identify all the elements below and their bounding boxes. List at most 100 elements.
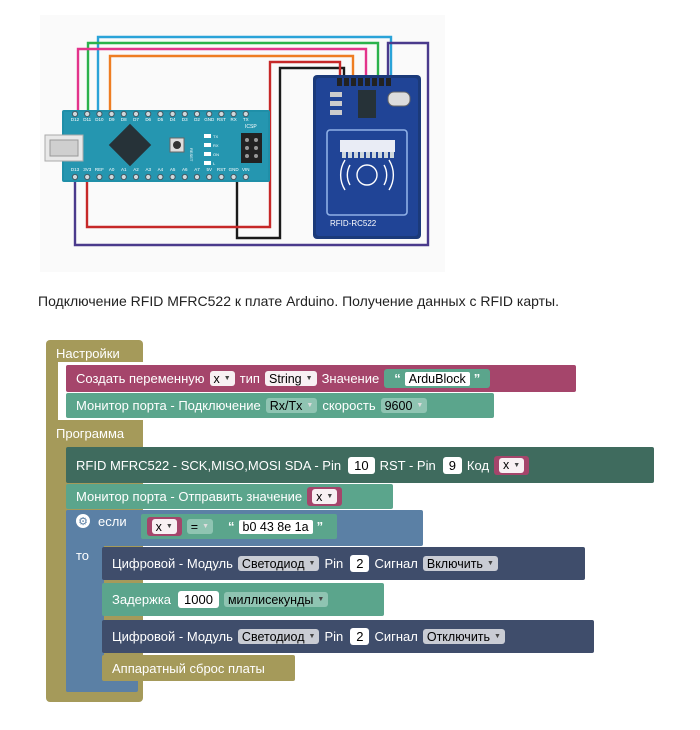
bottom-pin-label: 3V3 bbox=[83, 167, 92, 172]
signal-label-off: Сигнал bbox=[374, 629, 418, 644]
compare-variable-block[interactable]: x▼ bbox=[146, 517, 182, 536]
speed-dropdown[interactable]: 9600▼ bbox=[380, 398, 428, 413]
signal-dropdown-off[interactable]: Отключить▼ bbox=[422, 629, 505, 644]
create-variable-block[interactable]: Создать переменную x▼ тип String▼ Значен… bbox=[66, 365, 576, 392]
rst-label: RST - Pin bbox=[379, 457, 436, 473]
chevron-down-icon: ▼ bbox=[308, 633, 316, 640]
serial-send-label: Монитор порта - Отправить значение bbox=[76, 489, 303, 504]
wire-mosi-green bbox=[86, 41, 380, 112]
digital-on-block[interactable]: Цифровой - Модуль Светодиод▼ Pin 2 Сигна… bbox=[102, 547, 585, 580]
top-pin-label: D11 bbox=[83, 117, 91, 122]
top-pin-hole bbox=[145, 110, 152, 118]
pins-dropdown[interactable]: Rx/Tx▼ bbox=[265, 398, 318, 413]
type-label: тип bbox=[239, 371, 260, 386]
top-pin-label: RST bbox=[217, 117, 226, 122]
pin-label-on: Pin bbox=[324, 556, 344, 571]
rfid-chip bbox=[358, 90, 376, 118]
speed-label: скорость bbox=[322, 398, 376, 413]
code-variable-block[interactable]: x▼ bbox=[494, 455, 530, 475]
bottom-pin-label: A6 bbox=[182, 167, 188, 172]
bottom-pin-label: VIN bbox=[242, 167, 250, 172]
rfid-pad bbox=[372, 152, 376, 158]
rfid-pad bbox=[354, 152, 358, 158]
pin-label-off: Pin bbox=[324, 629, 344, 644]
rfid-pad bbox=[342, 152, 346, 158]
digital-off-label: Цифровой - Модуль bbox=[112, 629, 233, 644]
send-variable-block[interactable]: x▼ bbox=[307, 487, 343, 506]
chevron-down-icon: ▼ bbox=[494, 633, 501, 640]
quote-open-icon: “ bbox=[228, 519, 235, 534]
delay-block[interactable]: Задержка 1000 миллисекунды▼ bbox=[102, 583, 384, 616]
sda-pin-field[interactable]: 10 bbox=[348, 456, 375, 474]
rfid-pad bbox=[360, 152, 364, 158]
top-pin-label: D3 bbox=[182, 117, 188, 122]
gear-icon[interactable]: ⚙ bbox=[76, 514, 90, 528]
module-dropdown-on[interactable]: Светодиод▼ bbox=[237, 556, 320, 571]
variable-dropdown[interactable]: x▼ bbox=[209, 371, 235, 386]
bottom-pin-hole bbox=[132, 173, 140, 181]
rfid-header-pin bbox=[365, 78, 370, 86]
string-value[interactable]: ArduBlock bbox=[404, 371, 470, 386]
rfid-rc522-module: RFID-RC522 bbox=[313, 75, 421, 239]
rfid-header-pin bbox=[337, 78, 342, 86]
quote-close-icon: ” bbox=[473, 371, 481, 386]
reset-label: RESET bbox=[189, 148, 194, 162]
rfid-pad bbox=[390, 152, 394, 158]
serial-send-block[interactable]: Монитор порта - Отправить значение x▼ bbox=[66, 484, 393, 509]
top-pin-hole bbox=[84, 110, 91, 118]
top-pin-label: D7 bbox=[133, 117, 139, 122]
compare-block[interactable]: x▼ =▼ “b0 43 8e 1a” bbox=[140, 514, 338, 539]
bottom-pin-label: A3 bbox=[145, 167, 151, 172]
rfid-header-pin bbox=[372, 78, 377, 86]
icsp-header bbox=[241, 133, 262, 163]
type-dropdown[interactable]: String▼ bbox=[264, 371, 317, 386]
compare-string-block[interactable]: “b0 43 8e 1a” bbox=[218, 517, 334, 536]
bottom-pin-hole bbox=[242, 173, 249, 181]
bottom-pin-hole bbox=[145, 173, 152, 181]
chevron-down-icon: ▼ bbox=[416, 402, 424, 409]
top-pin-label: RX bbox=[230, 117, 236, 122]
top-pin-hole bbox=[218, 110, 225, 118]
compare-string-value[interactable]: b0 43 8e 1a bbox=[238, 519, 313, 534]
operator-dropdown[interactable]: =▼ bbox=[186, 519, 214, 534]
rfid-pad bbox=[366, 152, 370, 158]
digital-off-block[interactable]: Цифровой - Модуль Светодиод▼ Pin 2 Сигна… bbox=[102, 620, 594, 653]
pin-field-off[interactable]: 2 bbox=[350, 628, 370, 645]
top-pin-label: TX bbox=[243, 117, 249, 122]
top-pin-hole bbox=[132, 110, 140, 118]
top-pin-label: D12 bbox=[71, 117, 80, 122]
if-label: если bbox=[98, 514, 127, 529]
bottom-pin-label: GND bbox=[229, 167, 240, 172]
rfid-read-block[interactable]: RFID MFRC522 - SCK,MISO,MOSI SDA - Pin 1… bbox=[66, 447, 654, 483]
top-pin-label: D9 bbox=[109, 117, 115, 122]
quote-close-icon: ” bbox=[316, 519, 324, 534]
pin-field-on[interactable]: 2 bbox=[350, 555, 370, 572]
led-label-l: L bbox=[213, 161, 216, 166]
chevron-down-icon: ▼ bbox=[486, 560, 494, 567]
rfid-label: RFID-RC522 bbox=[330, 219, 377, 228]
figure-caption: Подключение RFID MFRC522 к плате Arduino… bbox=[38, 293, 559, 309]
reset-block[interactable]: Аппаратный сброс платы bbox=[102, 655, 295, 681]
if-condition-row[interactable]: ⚙ если x▼ =▼ “b0 43 8e 1a” bbox=[66, 510, 423, 546]
serial-connect-block[interactable]: Монитор порта - Подключение Rx/Tx▼ скоро… bbox=[66, 393, 494, 418]
rst-pin-field[interactable]: 9 bbox=[442, 456, 462, 474]
rfid-label: RFID MFRC522 - SCK,MISO,MOSI SDA - Pin bbox=[76, 457, 342, 473]
value-label: Значение bbox=[321, 371, 380, 386]
wire-sck-blue bbox=[96, 35, 393, 112]
top-pin-hole bbox=[108, 110, 115, 118]
bottom-pin-hole bbox=[96, 173, 103, 181]
top-pin-hole bbox=[230, 110, 237, 118]
module-dropdown-off[interactable]: Светодиод▼ bbox=[237, 629, 320, 644]
signal-dropdown-on[interactable]: Включить▼ bbox=[422, 556, 498, 571]
unit-dropdown[interactable]: миллисекунды▼ bbox=[223, 592, 329, 607]
digital-on-label: Цифровой - Модуль bbox=[112, 556, 233, 571]
delay-value-field[interactable]: 1000 bbox=[178, 591, 219, 608]
top-pin-label: D4 bbox=[170, 117, 176, 122]
string-block[interactable]: “ArduBlock” bbox=[384, 369, 491, 388]
chevron-down-icon: ▼ bbox=[513, 461, 521, 469]
chevron-down-icon: ▼ bbox=[317, 596, 325, 603]
rfid-pad bbox=[378, 152, 382, 158]
